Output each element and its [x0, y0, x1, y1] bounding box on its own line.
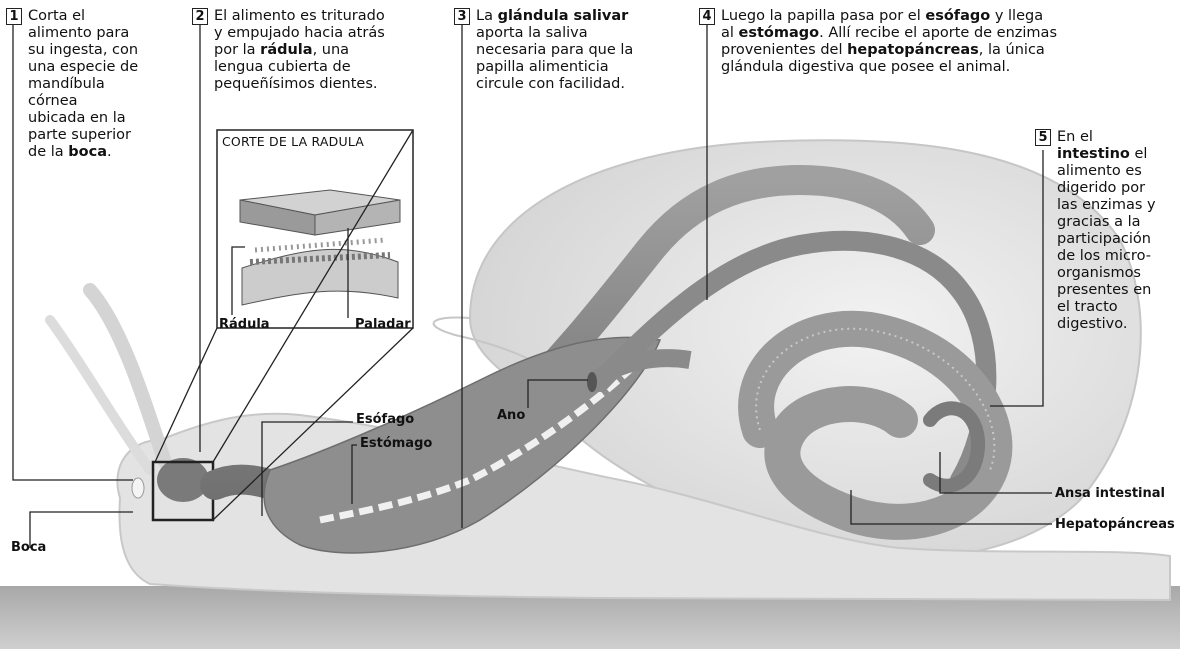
tentacle-lower	[45, 315, 155, 475]
radula-inset-title: CORTE DE LA RADULA	[222, 134, 365, 149]
label-radula: Rádula	[219, 317, 270, 332]
intestinal-loop	[923, 401, 986, 493]
anus-tube	[587, 349, 692, 390]
label-ano: Ano	[497, 408, 526, 423]
label-ansa-intestinal: Ansa intestinal	[1055, 486, 1165, 501]
label-esofago: Esófago	[356, 412, 415, 427]
step-4-text: Luego la papilla pasa por el esófago y l…	[721, 8, 1058, 75]
tentacle-upper	[83, 283, 172, 469]
buccal-mass	[157, 458, 209, 502]
step-1-number: 1	[6, 8, 22, 25]
label-boca: Boca	[11, 540, 47, 555]
step-2-number: 2	[192, 8, 208, 25]
label-estomago: Estómago	[360, 436, 433, 451]
step-3-number: 3	[454, 8, 470, 25]
step-5-number: 5	[1035, 129, 1051, 146]
hepatopancreas	[738, 310, 1013, 540]
label-hepatopancreas: Hepatopáncreas	[1055, 517, 1175, 532]
anus	[587, 372, 597, 392]
label-paladar: Paladar	[355, 317, 411, 332]
step-4-number: 4	[699, 8, 715, 25]
